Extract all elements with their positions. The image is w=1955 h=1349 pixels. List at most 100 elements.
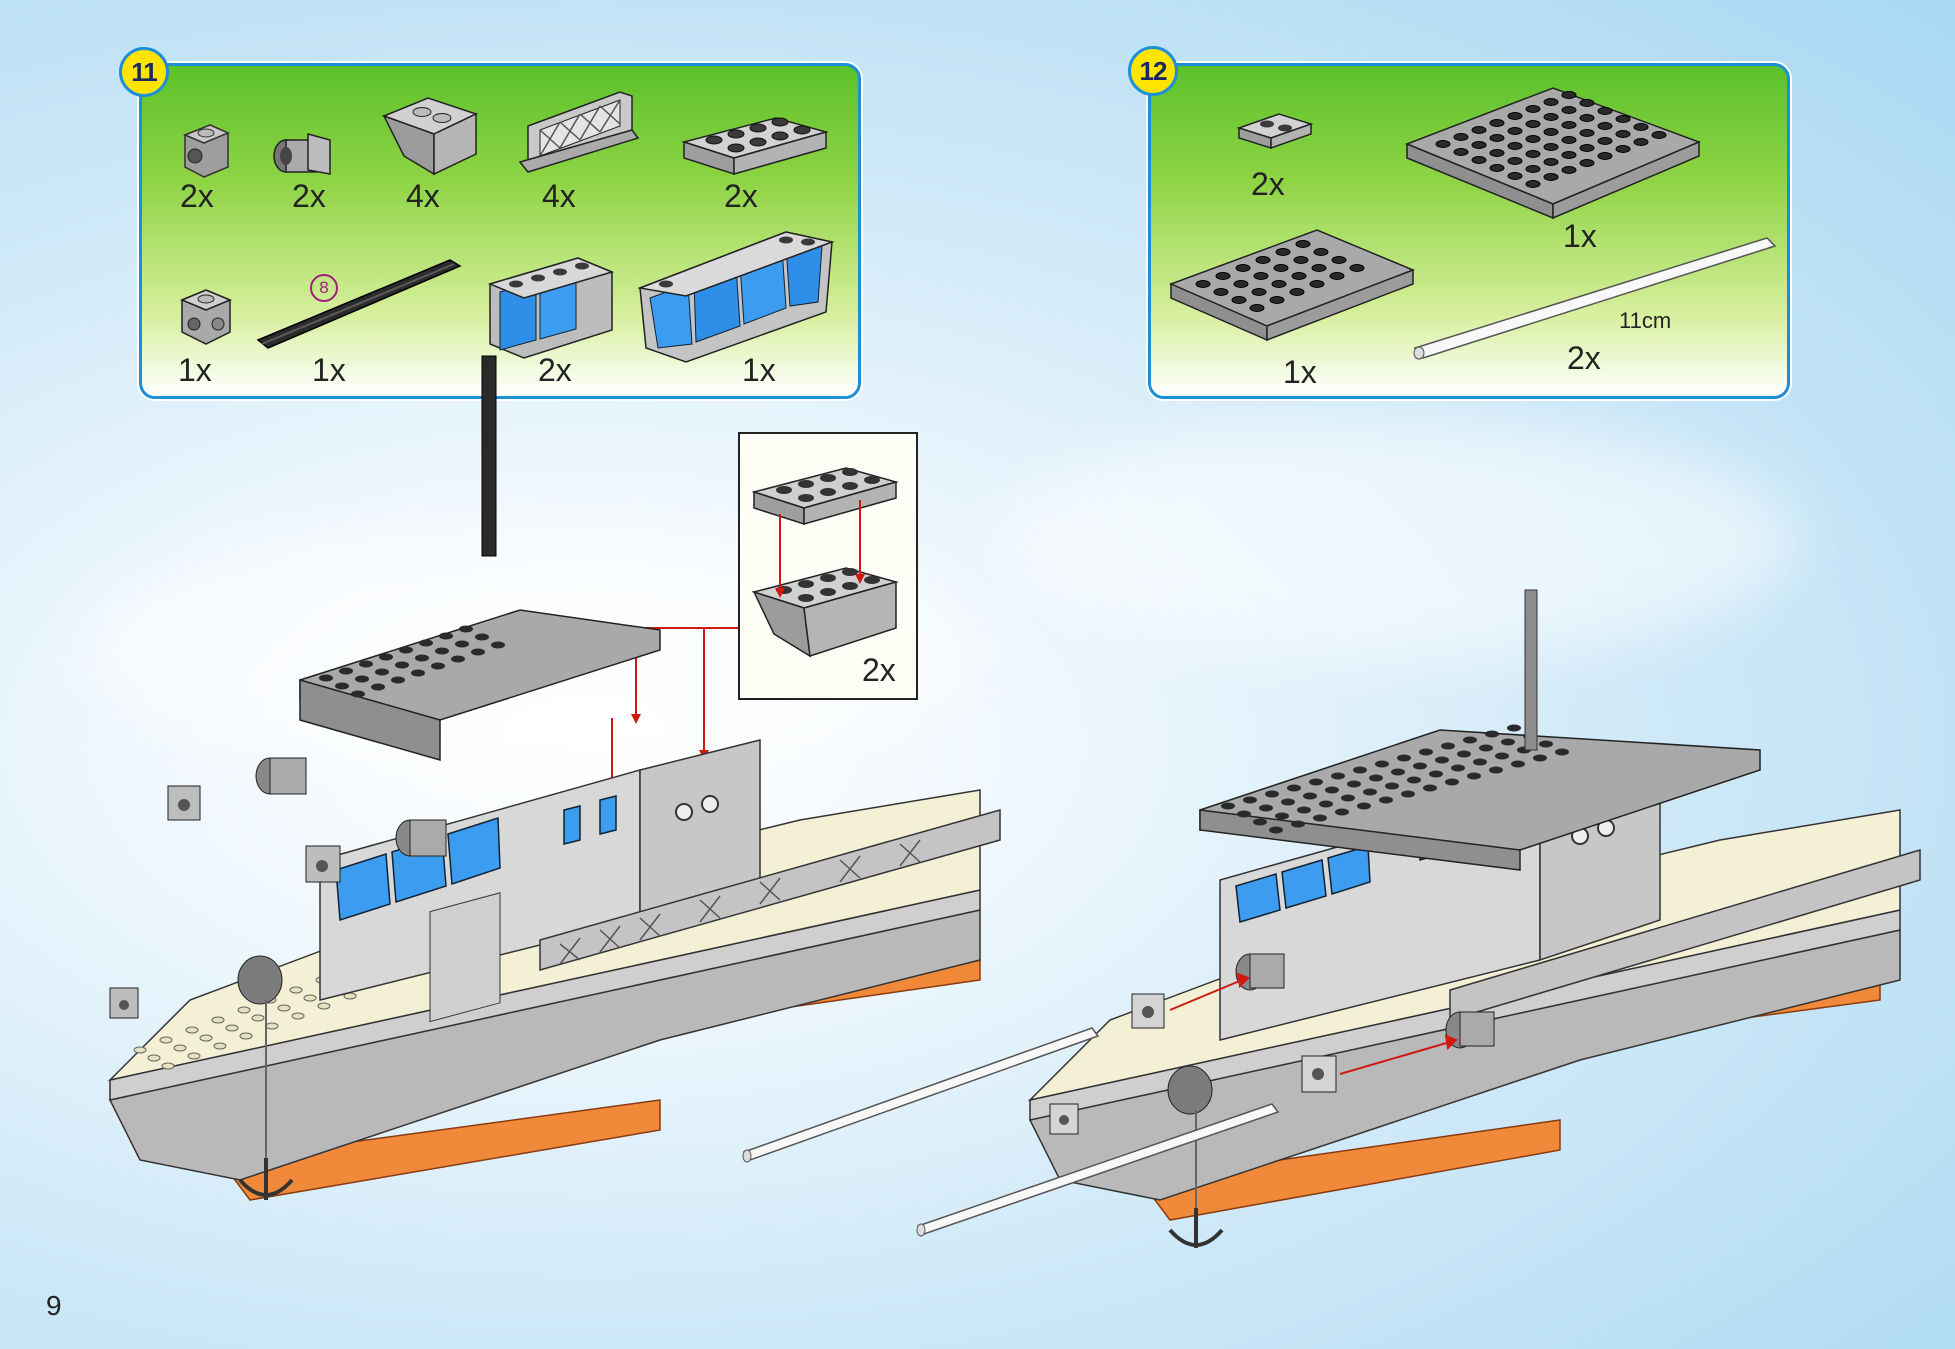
stud: [1271, 280, 1287, 288]
stud: [1331, 256, 1347, 264]
stud: [1237, 810, 1251, 818]
black-axle-rod-icon: [256, 259, 462, 349]
stud: [379, 653, 393, 661]
stud: [1633, 138, 1649, 146]
stud: [1445, 778, 1459, 786]
qty-label: 4x: [542, 178, 576, 214]
stud: [277, 1004, 291, 1012]
stud: [1579, 129, 1595, 137]
stud: [1525, 150, 1541, 158]
stud: [335, 682, 349, 690]
stud: [291, 1012, 305, 1020]
stud: [1555, 748, 1569, 756]
stud: [351, 690, 365, 698]
stud: [491, 641, 505, 649]
stud: [239, 1032, 253, 1040]
stud: [1507, 112, 1523, 120]
stud: [1253, 272, 1269, 280]
stud: [1347, 780, 1361, 788]
stud: [1633, 123, 1649, 131]
stud: [1391, 768, 1405, 776]
stud: [147, 1054, 161, 1062]
stud: [1543, 98, 1559, 106]
stud: [1195, 280, 1211, 288]
stud: [1453, 133, 1469, 141]
stud: [419, 639, 433, 647]
tube-length-label: 11cm: [1619, 308, 1672, 333]
stud: [1349, 264, 1365, 272]
stud: [1457, 750, 1471, 758]
assembly-arrows: [775, 500, 865, 598]
stud: [1291, 272, 1307, 280]
stud: [1357, 802, 1371, 810]
stud: [1423, 784, 1437, 792]
stud: [1471, 126, 1487, 134]
stud: [1255, 256, 1271, 264]
stud: [1397, 754, 1411, 762]
stud: [1507, 172, 1523, 180]
stud: [339, 667, 353, 675]
stud: [1525, 120, 1541, 128]
stud: [1273, 264, 1289, 272]
stud: [359, 660, 373, 668]
stud: [173, 1044, 187, 1052]
stud: [1597, 122, 1613, 130]
step-12-badge: 12: [1128, 46, 1178, 96]
stud: [1313, 814, 1327, 822]
stud: [1375, 760, 1389, 768]
step-12-parts-panel: 2x 1x 1x 11cm 2x: [1148, 63, 1790, 399]
stud: [1293, 256, 1309, 264]
stud: [1291, 820, 1305, 828]
plate-1x2-icon: [1236, 113, 1314, 150]
stud: [1489, 134, 1505, 142]
stud: [1231, 296, 1247, 304]
stud: [1259, 804, 1273, 812]
stud: [1379, 796, 1393, 804]
qty-label: 2x: [1567, 340, 1601, 376]
qty-label: 2x: [724, 178, 758, 214]
stud: [289, 986, 303, 994]
stud: [1253, 818, 1267, 826]
qty-label: 1x: [178, 352, 212, 388]
stud: [1539, 740, 1553, 748]
stud: [1213, 288, 1229, 296]
step-11-badge: 11: [119, 47, 169, 97]
stud: [133, 1046, 147, 1054]
stud: [1335, 808, 1349, 816]
stud: [1453, 148, 1469, 156]
stud: [1329, 272, 1345, 280]
stud: [399, 646, 413, 654]
stud: [475, 633, 489, 641]
stud: [1533, 754, 1547, 762]
stud: [1303, 792, 1317, 800]
stud: [375, 668, 389, 676]
stud: [1309, 280, 1325, 288]
stud: [1331, 772, 1345, 780]
fence-panel-icon: [518, 91, 640, 173]
stud: [1385, 782, 1399, 790]
stud: [1471, 141, 1487, 149]
plate-4x6-icon: [1168, 229, 1416, 342]
stud: [319, 674, 333, 682]
stud: [1441, 742, 1455, 750]
plate-6x8-icon: [1404, 87, 1702, 220]
boat-model-step-12: [1027, 589, 1921, 1248]
qty-label: 1x: [1283, 354, 1317, 390]
stud: [439, 632, 453, 640]
boat-model-step-11: [107, 355, 1001, 1201]
white-tube-insertion: [742, 1027, 1100, 1163]
qty-label: 1x: [742, 352, 776, 388]
step-11-parts-panel: 2x 2x 4x 4x 2x 8 1x 1x 2x 1x: [139, 63, 861, 399]
stud: [1525, 135, 1541, 143]
stud: [1543, 128, 1559, 136]
stud: [1579, 114, 1595, 122]
stud: [1289, 288, 1305, 296]
stud: [1281, 798, 1295, 806]
stud: [1325, 786, 1339, 794]
slope-brick-2x2-icon: [381, 97, 479, 176]
windscreen-panel-icon: [637, 231, 835, 363]
stud: [371, 683, 385, 691]
stud: [1525, 165, 1541, 173]
stud: [1319, 800, 1333, 808]
stud: [251, 1014, 265, 1022]
